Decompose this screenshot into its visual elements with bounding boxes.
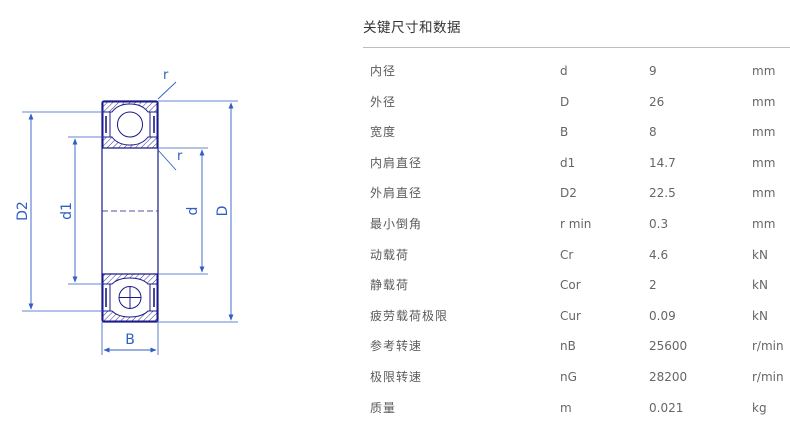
row-name: 质量 (370, 400, 397, 415)
title-divider (363, 47, 790, 48)
row-value: 0.021 (649, 400, 684, 415)
bottom-ring-section (102, 273, 158, 322)
row-value: 26 (649, 94, 665, 109)
row-value: 25600 (649, 339, 688, 354)
row-name: 动载荷 (370, 247, 410, 262)
table-row: 疲劳载荷极限 Cur 0.09 kN (363, 301, 790, 332)
row-value: 14.7 (649, 155, 676, 170)
row-unit: kg (752, 400, 767, 415)
table-row: 动载荷 Cr 4.6 kN (363, 240, 790, 271)
chamfer-r-mid-leader (157, 149, 177, 171)
row-symbol: d (560, 64, 568, 78)
row-value: 0.3 (649, 216, 669, 231)
row-unit: kN (752, 308, 768, 323)
row-unit: mm (752, 155, 776, 170)
table-row: 最小倒角 r min 0.3 mm (363, 209, 790, 240)
row-name: 外肩直径 (370, 186, 423, 201)
row-unit: kN (752, 247, 768, 262)
label-r-mid: r (177, 149, 183, 164)
row-symbol: nB (560, 339, 576, 354)
label-d1: d1 (59, 202, 75, 220)
row-symbol: m (560, 400, 572, 415)
extension-lines (22, 100, 238, 355)
label-r-top: r (163, 68, 169, 83)
row-value: 0.09 (649, 308, 676, 323)
row-unit: r/min (752, 339, 784, 354)
row-symbol: Cor (560, 278, 581, 293)
label-D2: D2 (15, 201, 31, 221)
bearing-cross-section-diagram: r r D2 d1 d D B (15, 68, 238, 355)
table-row: 内肩直径 d1 14.7 mm (363, 148, 790, 179)
row-unit: r/min (752, 369, 784, 384)
row-value: 4.6 (649, 247, 669, 262)
panel-title: 关键尺寸和数据 (363, 20, 461, 36)
row-value: 9 (649, 64, 657, 78)
label-D: D (215, 206, 231, 217)
row-name: 外径 (370, 94, 397, 109)
row-unit: mm (752, 94, 776, 109)
row-name: 内肩直径 (370, 155, 423, 170)
row-name: 参考转速 (370, 339, 423, 354)
chamfer-r-top-leader (157, 81, 177, 100)
row-value: 22.5 (649, 186, 676, 201)
row-name: 宽度 (370, 125, 397, 140)
top-ring-section (102, 101, 158, 149)
table-row: 静载荷 Cor 2 kN (363, 270, 790, 301)
row-name: 静载荷 (370, 278, 410, 293)
row-symbol: D (560, 94, 570, 109)
row-unit: kN (752, 278, 768, 293)
row-symbol: Cur (560, 308, 581, 323)
row-symbol: D2 (560, 186, 577, 201)
row-unit: mm (752, 216, 776, 231)
row-unit: mm (752, 64, 776, 78)
row-symbol: Cr (560, 247, 574, 262)
row-unit: mm (752, 186, 776, 201)
row-name: 内径 (370, 64, 397, 78)
dimensions-table: 内径 d 9 mm 外径 D 26 mm 宽度 B 8 mm 内肩直径 d1 1… (363, 56, 790, 423)
row-symbol: B (560, 125, 569, 140)
table-row: 质量 m 0.021 kg (363, 393, 790, 424)
table-row: 外肩直径 D2 22.5 mm (363, 178, 790, 209)
row-name: 极限转速 (370, 369, 423, 384)
row-symbol: r min (560, 216, 592, 231)
table-row: 极限转速 nG 28200 r/min (363, 362, 790, 393)
row-symbol: d1 (560, 155, 576, 170)
row-symbol: nG (560, 369, 577, 384)
label-d: d (185, 207, 201, 216)
row-name: 疲劳载荷极限 (370, 308, 449, 323)
row-name: 最小倒角 (370, 216, 423, 231)
table-row: 内径 d 9 mm (363, 56, 790, 87)
row-unit: mm (752, 125, 776, 140)
table-row: 宽度 B 8 mm (363, 117, 790, 148)
key-dimensions-panel: 关键尺寸和数据 内径 d 9 mm 外径 D 26 mm 宽度 B 8 mm 内… (363, 0, 790, 443)
table-row: 参考转速 nB 25600 r/min (363, 331, 790, 362)
row-value: 8 (649, 125, 657, 140)
label-B: B (125, 332, 135, 348)
row-value: 28200 (649, 369, 688, 384)
row-value: 2 (649, 278, 657, 293)
table-row: 外径 D 26 mm (363, 87, 790, 118)
dimension-lines (28, 81, 234, 353)
